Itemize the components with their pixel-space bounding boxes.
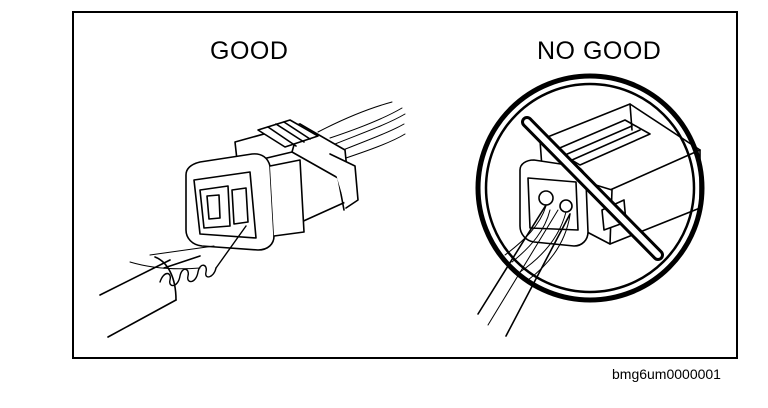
good-connector [185, 119, 359, 251]
no-good-label: NO GOOD [537, 37, 662, 65]
good-illustration [99, 101, 406, 338]
figure-id: bmg6um0000001 [612, 366, 721, 382]
good-label: GOOD [210, 37, 289, 65]
good-wires [317, 101, 406, 161]
diagram-frame [72, 11, 738, 359]
nogood-wires [504, 205, 571, 281]
prohibition-icon [475, 73, 705, 303]
nogood-illustration [475, 73, 705, 337]
good-probe [99, 225, 247, 338]
